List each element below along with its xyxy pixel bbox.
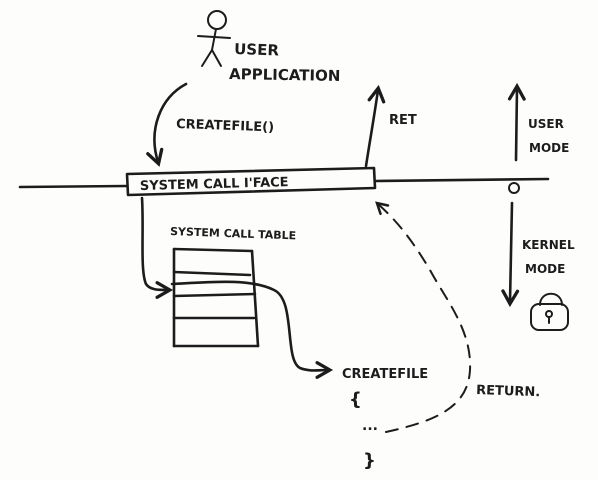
- kernel-mode-label-2: MODE: [525, 262, 565, 276]
- createfile-fn-label: CREATEFILE: [342, 367, 428, 382]
- user-application-label-2: APPLICATION: [229, 65, 341, 85]
- boundary-marker: [508, 182, 520, 194]
- system-call-iface-box: [125, 166, 377, 197]
- user-mode-label-2: MODE: [529, 141, 569, 155]
- mode-boundary-line-left: [18, 184, 128, 189]
- ret-arrow: [364, 84, 386, 168]
- ret-label: RET: [389, 113, 417, 128]
- brace-open: {: [349, 389, 362, 410]
- createfile-call-arrow: [146, 82, 188, 167]
- padlock-icon: [530, 292, 569, 331]
- system-call-iface-label: SYSTEM CALL I'FACE: [140, 175, 289, 194]
- table-to-createfile-arrow: [170, 280, 334, 379]
- user-application-label-1: USER: [234, 40, 280, 60]
- kernel-mode-label-1: KERNEL: [522, 238, 575, 252]
- system-call-table-label: SYSTEM CALL TABLE: [170, 225, 296, 242]
- return-label: RETURN.: [476, 383, 541, 400]
- mode-boundary-line-right: [374, 177, 550, 183]
- return-dashed-arrow: [375, 201, 472, 433]
- user-mode-label-1: USER: [528, 117, 564, 131]
- system-call-table: [172, 247, 260, 348]
- iface-to-table-arrow: [140, 196, 174, 299]
- user-mode-arrow: [507, 82, 526, 162]
- ellipsis: ...: [362, 418, 378, 434]
- createfile-call-label: CREATEFILE(): [176, 117, 274, 135]
- kernel-mode-arrow: [501, 201, 520, 308]
- stick-figure-icon: [197, 10, 231, 67]
- brace-close: }: [363, 450, 376, 471]
